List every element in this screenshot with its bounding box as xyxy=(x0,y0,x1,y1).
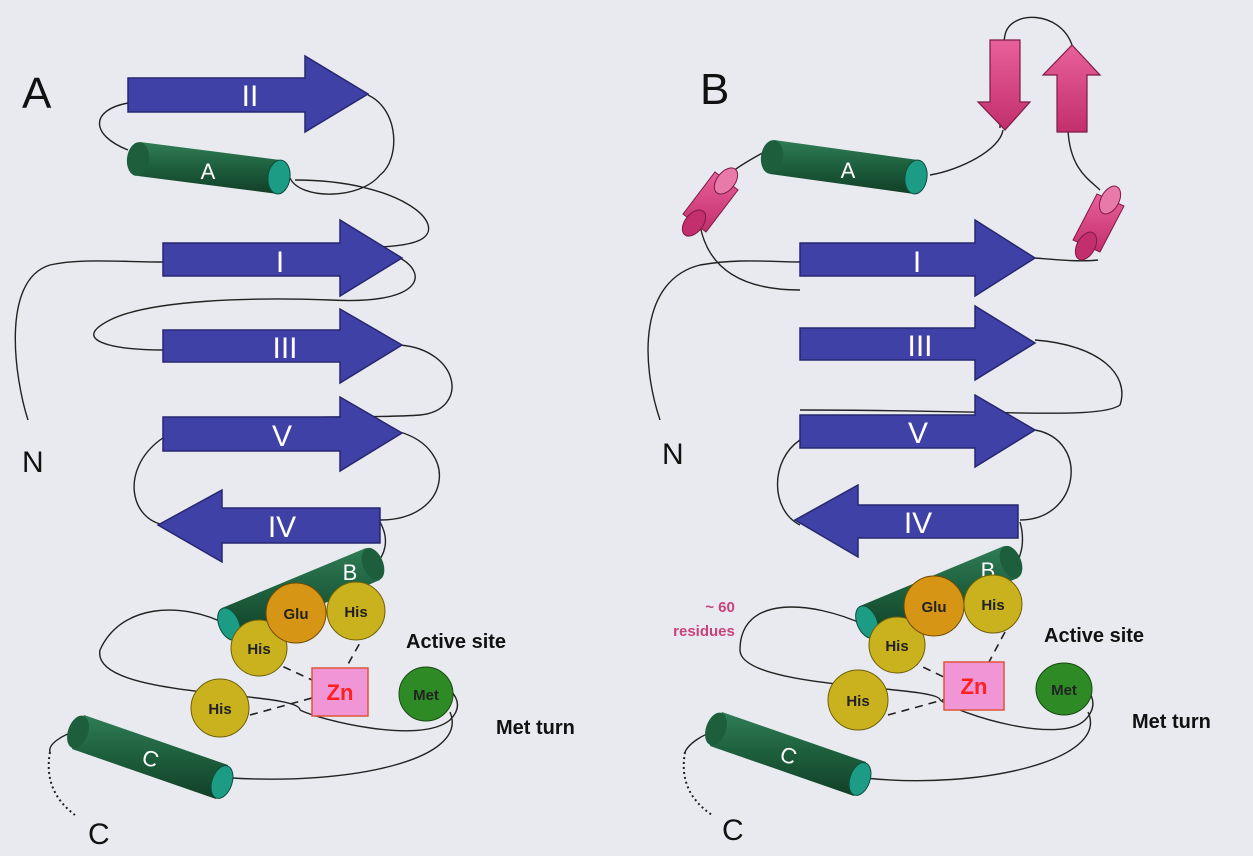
met-residue: Met xyxy=(1036,663,1092,715)
his-residue-2: His xyxy=(327,582,385,640)
strand-i-label: I xyxy=(913,246,921,279)
svg-text:Glu: Glu xyxy=(284,606,309,623)
panel-a-strands: II I III V IV xyxy=(128,56,402,562)
strand-iv-label: IV xyxy=(268,511,296,544)
panel-b-active-site: His Glu His His Zn Met xyxy=(828,575,1092,730)
panel-a-met-turn-label: Met turn xyxy=(496,717,575,739)
met-residue: Met xyxy=(399,667,453,721)
insertion-note-count: ~ 60 xyxy=(705,599,735,616)
svg-text:His: His xyxy=(981,597,1004,614)
panel-a-n-terminus: N xyxy=(22,446,44,479)
panel-a: II I III V IV xyxy=(15,56,575,851)
strand-iii-label: III xyxy=(907,330,932,363)
svg-text:Zn: Zn xyxy=(961,674,988,699)
strand-v-label: V xyxy=(908,417,928,450)
helix-a-label: A xyxy=(201,159,216,184)
glu-residue: Glu xyxy=(904,576,964,636)
his-residue-3: His xyxy=(828,670,888,730)
strand-v: V xyxy=(800,395,1035,467)
svg-text:His: His xyxy=(344,604,367,621)
insertion-note-residues: residues xyxy=(673,623,735,640)
his-residue-3: His xyxy=(191,679,249,737)
svg-text:His: His xyxy=(208,701,231,718)
panel-b-insertion xyxy=(678,40,1125,263)
strand-i: I xyxy=(800,220,1035,296)
strand-iii: III xyxy=(163,309,402,383)
zinc-ion: Zn xyxy=(312,668,368,716)
helix-a-label: A xyxy=(841,158,856,183)
insertion-strand-down xyxy=(978,40,1030,130)
svg-text:Zn: Zn xyxy=(327,680,354,705)
insertion-helix-left xyxy=(678,164,743,241)
insertion-strand-up xyxy=(1043,45,1100,132)
strand-i-label: I xyxy=(276,246,284,279)
panel-b-c-terminus: C xyxy=(722,814,744,847)
strand-ii: II xyxy=(128,56,368,132)
helix-b-label: B xyxy=(343,560,358,585)
svg-text:His: His xyxy=(247,641,270,658)
strand-v-label: V xyxy=(272,420,292,453)
svg-text:His: His xyxy=(846,693,869,710)
panel-b: I III V IV A xyxy=(648,17,1211,847)
panel-b-active-site-label: Active site xyxy=(1044,625,1144,647)
strand-ii-label: II xyxy=(242,80,259,113)
his-residue-2: His xyxy=(964,575,1022,633)
svg-text:Met: Met xyxy=(413,687,439,704)
strand-v: V xyxy=(163,397,402,471)
strand-iii-label: III xyxy=(272,332,297,365)
strand-iv: IV xyxy=(795,485,1018,557)
strand-iv-label: IV xyxy=(904,507,932,540)
panel-b-met-turn-label: Met turn xyxy=(1132,711,1211,733)
strand-iii: III xyxy=(800,306,1035,380)
panel-b-n-terminus: N xyxy=(662,438,684,471)
helix-a: A xyxy=(125,141,292,195)
panel-b-strands: I III V IV xyxy=(795,220,1035,557)
glu-residue: Glu xyxy=(266,583,326,643)
helix-a: A xyxy=(759,139,930,196)
panel-b-label: B xyxy=(700,65,729,114)
zinc-ion: Zn xyxy=(944,662,1004,710)
strand-iv: IV xyxy=(158,490,380,562)
panel-a-label: A xyxy=(22,69,52,118)
svg-text:Glu: Glu xyxy=(922,599,947,616)
insertion-helix-right xyxy=(1071,183,1125,264)
panel-a-active-site-label: Active site xyxy=(406,631,506,653)
svg-text:Met: Met xyxy=(1051,682,1077,699)
panel-a-c-terminus: C xyxy=(88,818,110,851)
strand-i: I xyxy=(163,220,402,296)
svg-text:His: His xyxy=(885,638,908,655)
